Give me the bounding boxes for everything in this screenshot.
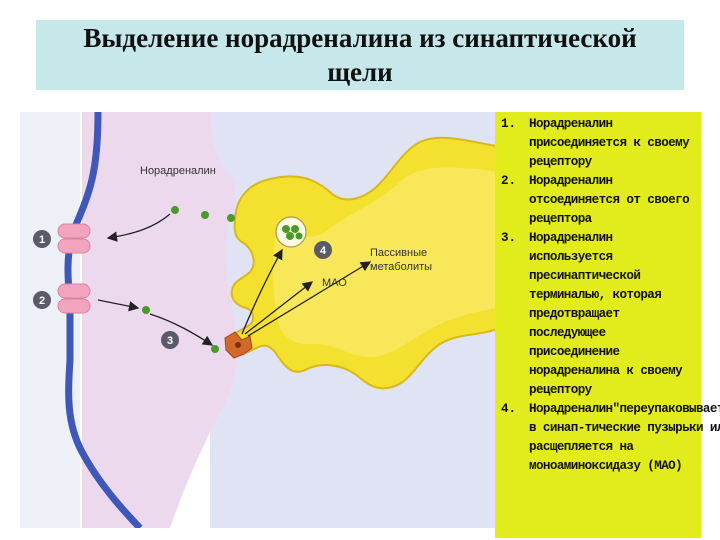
transporter-icon [224, 331, 253, 359]
label-passive-line1: Пассивные [370, 247, 427, 259]
terminal-inner [272, 167, 502, 357]
svg-text:2: 2 [39, 295, 45, 307]
receptor-2 [57, 283, 91, 314]
note-item: 3. Норадреналин используется пресинаптич… [501, 229, 697, 400]
note-item: 2. Норадреналин отсоединяется от своего … [501, 172, 697, 229]
note-text: Норадреналин"переупаковывается" в синап-… [529, 402, 720, 473]
label-mao: МАО [322, 277, 347, 289]
receptor-1 [57, 223, 91, 254]
note-number: 2. [501, 174, 517, 188]
slide-title: Выделение норадреналина из синаптической… [83, 23, 637, 87]
synaptic-vesicle [275, 216, 307, 248]
svg-text:3: 3 [167, 335, 173, 347]
arrow-to-transporter [149, 313, 214, 346]
postsynaptic-membrane [64, 112, 143, 528]
arrow-to-metabolites [247, 261, 372, 337]
label-noradrenaline: Норадреналин [140, 165, 216, 177]
note-item: 1. Норадреналин присоединяется к своему … [501, 115, 697, 172]
badge-4: 4 [314, 241, 332, 259]
noradrenaline-molecules [142, 206, 235, 353]
badge-2: 2 [33, 291, 51, 309]
note-item: 4. Норадреналин"переупаковывается" в син… [501, 400, 720, 476]
svg-text:1: 1 [39, 234, 45, 246]
arrow-to-vesicle [241, 248, 283, 335]
label-passive-line2: метаболиты [370, 261, 432, 273]
arrows [97, 213, 372, 346]
badge-1: 1 [33, 230, 51, 248]
note-number: 1. [501, 117, 517, 131]
note-text: Норадреналин присоединяется к своему рец… [529, 117, 690, 169]
badge-3: 3 [161, 331, 179, 349]
arrow-to-mao [244, 281, 314, 335]
arrow-to-receptor-1 [106, 213, 171, 242]
note-text: Норадреналин отсоединяется от своего рец… [529, 174, 690, 226]
synapse-diagram: 1 2 3 4 Норадреналин Пассивные метаболит… [20, 112, 502, 528]
arrow-from-receptor-2 [97, 299, 140, 312]
notes-panel: 1. Норадреналин присоединяется к своему … [495, 112, 720, 538]
postsynaptic-cell [82, 112, 238, 528]
note-text: Норадреналин используется пресинаптическ… [529, 231, 683, 397]
title-banner: Выделение норадреналина из синаптической… [36, 20, 684, 90]
note-number: 3. [501, 231, 517, 245]
svg-text:4: 4 [320, 245, 327, 257]
note-number: 4. [501, 402, 517, 416]
